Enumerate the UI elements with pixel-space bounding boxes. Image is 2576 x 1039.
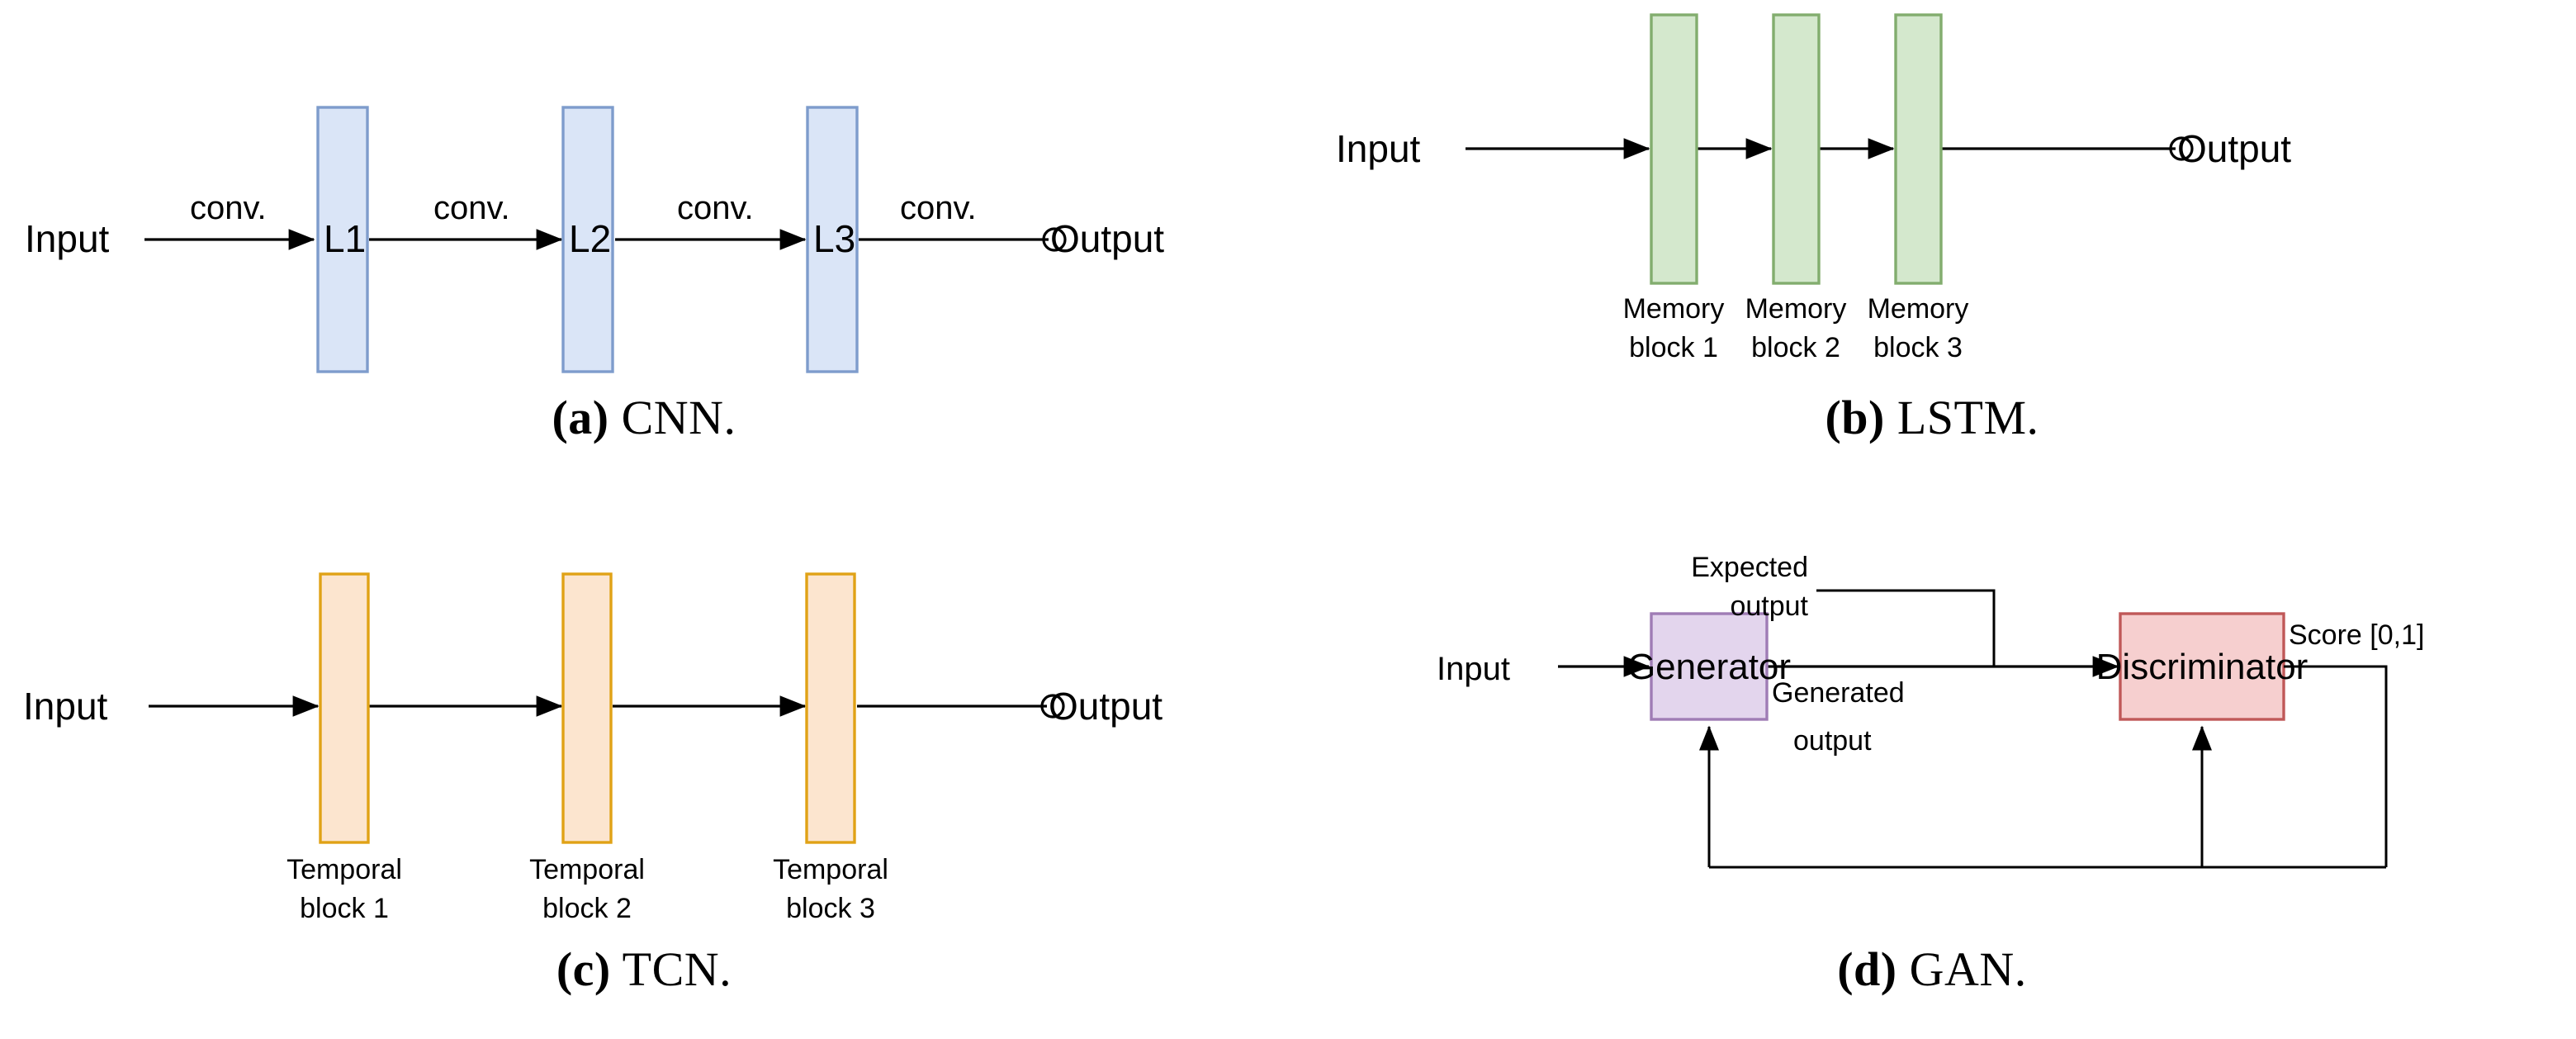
cnn-block-l2 [561,106,614,373]
caption-gan: (d) GAN. [1288,942,2576,997]
caption-lstm-tag: (b) [1825,391,1885,444]
lstm-block-1-label-line2: block 1 [1629,332,1718,363]
cnn-edge-label-4: conv. [900,190,977,226]
gan-edge-expected-output [1816,589,1996,667]
caption-cnn: (a) CNN. [0,390,1288,445]
caption-cnn-name: CNN. [621,391,736,444]
cnn-input-label: Input [25,217,110,260]
cnn-edge-label-3: conv. [677,190,754,226]
tcn-diagram: Input Output Temporal block 1 Temporal b… [23,572,1163,924]
lstm-output-label: Output [2177,127,2291,170]
lstm-block-1-label-line1: Memory [1623,293,1725,325]
panel-tcn: Input Output Temporal block 1 Temporal b… [0,529,1288,1039]
lstm-block-2-label-line2: block 2 [1751,332,1840,363]
gan-expected-output-line2: output [1730,591,1808,622]
cnn-edge-label-2: conv. [433,190,510,226]
tcn-output-label: Output [1049,685,1163,728]
tcn-input-label: Input [23,685,108,728]
lstm-block-3 [1894,13,1943,285]
tcn-block-2 [561,572,613,844]
caption-tcn-name: TCN. [622,942,732,996]
cnn-block-l3 [806,106,859,373]
caption-lstm-name: LSTM. [1896,391,2039,444]
tcn-block-1 [319,572,370,844]
cnn-edge-label-1: conv. [190,190,267,226]
cnn-block-label-l3: L3 [813,217,855,260]
cnn-block-label-l1: L1 [324,217,366,260]
tcn-block-2-label-line1: Temporal [529,854,645,885]
cnn-output-terminal-icon [1042,227,1067,252]
gan-score-label: Score [0,1] [2289,619,2424,651]
gan-expected-output-line1: Expected [1691,552,1808,583]
lstm-block-2-label-line1: Memory [1745,293,1847,325]
tcn-block-3 [805,572,856,844]
lstm-block-3-label-line1: Memory [1868,293,1969,325]
panel-lstm: Input Output Memory block 1 Memory block… [1288,0,2576,496]
cnn-output-label: Output [1050,217,1164,260]
cnn-block-l1 [316,106,369,373]
panel-cnn: L1 L2 L3 Input Output conv. conv. conv. … [0,0,1288,496]
gan-generator-label: Generator [1627,647,1791,687]
lstm-block-3-label-line2: block 3 [1873,332,1963,363]
caption-cnn-tag: (a) [552,391,609,444]
tcn-block-3-label-line2: block 3 [786,893,875,924]
caption-gan-name: GAN. [1909,942,2027,996]
tcn-block-1-label-line2: block 1 [300,893,389,924]
tcn-block-1-label-line1: Temporal [286,854,402,885]
cnn-diagram: L1 L2 L3 Input Output conv. conv. conv. … [25,106,1164,373]
lstm-output-terminal-icon [2169,136,2194,161]
tcn-block-2-label-line2: block 2 [542,893,632,924]
gan-box-generator [1650,612,1769,721]
lstm-block-1 [1650,13,1698,285]
cnn-block-label-l2: L2 [569,217,611,260]
lstm-diagram: Input Output Memory block 1 Memory block… [1336,13,2291,363]
gan-input-label: Input [1437,651,1510,687]
caption-gan-tag: (d) [1837,942,1897,996]
gan-diagram: Generator Discriminator Input Expected o… [1437,552,2424,869]
gan-edge-score-output [2284,665,2388,867]
caption-lstm: (b) LSTM. [1288,390,2576,445]
panel-gan: Generator Discriminator Input Expected o… [1288,529,2576,1039]
gan-generated-output-line1: Generated [1772,677,1905,709]
gan-generated-output-line2: output [1793,725,1872,757]
caption-tcn-tag: (c) [556,942,611,996]
lstm-block-2 [1772,13,1821,285]
gan-discriminator-label: Discriminator [2096,647,2308,687]
tcn-output-terminal-icon [1040,694,1065,719]
tcn-block-3-label-line1: Temporal [773,854,888,885]
caption-tcn: (c) TCN. [0,942,1288,997]
lstm-input-label: Input [1336,127,1421,170]
